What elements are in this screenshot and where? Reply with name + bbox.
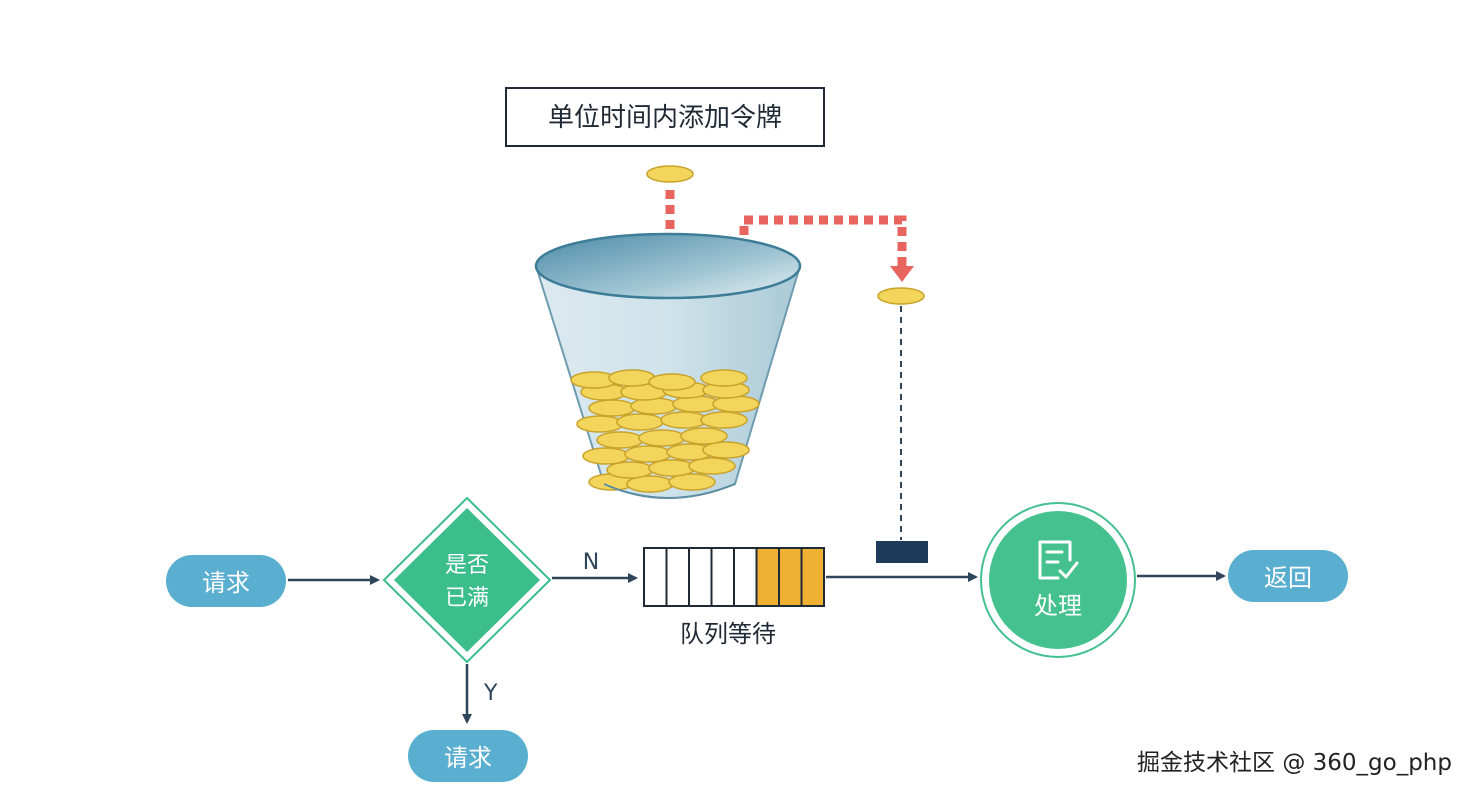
bucket-token xyxy=(648,373,696,391)
bucket-token xyxy=(606,461,654,479)
bucket-token xyxy=(576,415,624,433)
watermark: 掘金技术社区 @ 360_go_php xyxy=(1137,750,1452,776)
bucket-token xyxy=(648,459,696,477)
bucket-token xyxy=(700,369,748,387)
bucket-token xyxy=(638,429,686,447)
bucket-token xyxy=(608,369,656,387)
queue-slot-empty xyxy=(665,547,690,607)
title-text: 单位时间内添加令牌 xyxy=(548,103,782,133)
bucket-token xyxy=(660,411,708,429)
taken-token xyxy=(877,287,925,305)
decision-node: 是否 已满 xyxy=(382,496,552,664)
bucket-token xyxy=(680,427,728,445)
bucket-token xyxy=(668,473,716,491)
title-box xyxy=(505,87,825,147)
bucket-token xyxy=(616,413,664,431)
request-start-node: 请求 xyxy=(166,555,286,607)
queue-slot-filled xyxy=(800,547,825,607)
document-check-icon xyxy=(1038,540,1079,580)
edge-label-yes: Y xyxy=(483,681,498,706)
bucket-token xyxy=(582,447,630,465)
bucket-tokens xyxy=(570,369,760,493)
bucket-token xyxy=(596,431,644,449)
bucket-token xyxy=(700,411,748,429)
decision-label-line1: 是否 xyxy=(445,553,489,578)
request-rejected-node: 请求 xyxy=(408,730,528,782)
return-label: 返回 xyxy=(1264,564,1312,592)
wait-queue xyxy=(643,547,825,607)
bucket-token xyxy=(688,457,736,475)
request-rejected-label: 请求 xyxy=(444,744,492,772)
edge-label-no: N xyxy=(583,550,599,575)
queue-slot-filled xyxy=(755,547,780,607)
queue-slot-filled xyxy=(778,547,803,607)
queue-slot-empty xyxy=(643,547,668,607)
bucket-token xyxy=(702,441,750,459)
decision-label-line2: 已满 xyxy=(445,586,489,611)
return-node: 返回 xyxy=(1228,550,1348,602)
queue-slot-empty xyxy=(710,547,735,607)
bucket-token xyxy=(624,445,672,463)
queue-slot-empty xyxy=(688,547,713,607)
process-node: 处理 xyxy=(980,502,1136,658)
process-label: 处理 xyxy=(1034,592,1082,620)
token-slot xyxy=(876,541,928,563)
queue-label: 队列等待 xyxy=(680,620,776,648)
falling-token xyxy=(646,165,694,183)
request-start-label: 请求 xyxy=(202,569,250,597)
token-bucket xyxy=(534,232,802,499)
queue-slot-empty xyxy=(733,547,758,607)
bucket-token xyxy=(588,399,636,417)
